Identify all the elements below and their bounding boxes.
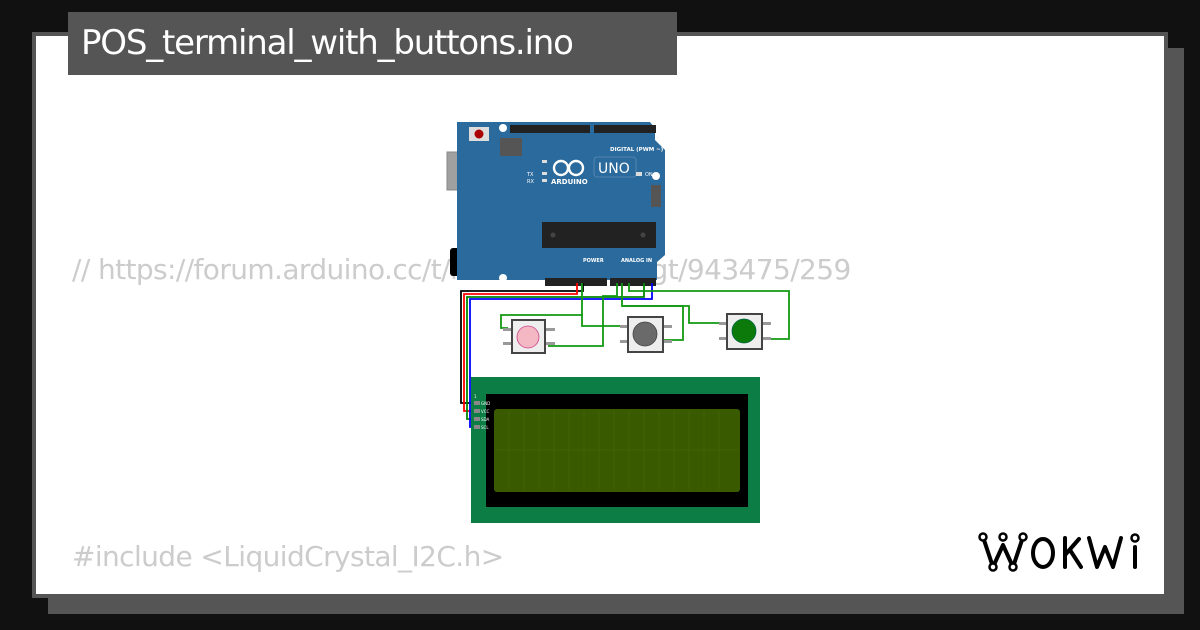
code-preview-card: // https://forum.arduino.cc/t/lcd-hilfe-… (32, 32, 1168, 598)
code-line (72, 390, 1164, 438)
svg-text:WOKWi: WOKWi (975, 527, 984, 528)
code-line: // https://forum.arduino.cc/t/lcd-hilfe-… (72, 253, 851, 287)
code-line: #include <LiquidCrystal_I2C.h> (72, 539, 504, 573)
wokwi-logo-icon: WOKWi (975, 527, 1140, 572)
wokwi-logo: WOKWi (975, 527, 1150, 588)
project-title: POS_terminal_with_buttons.ino (68, 12, 677, 75)
